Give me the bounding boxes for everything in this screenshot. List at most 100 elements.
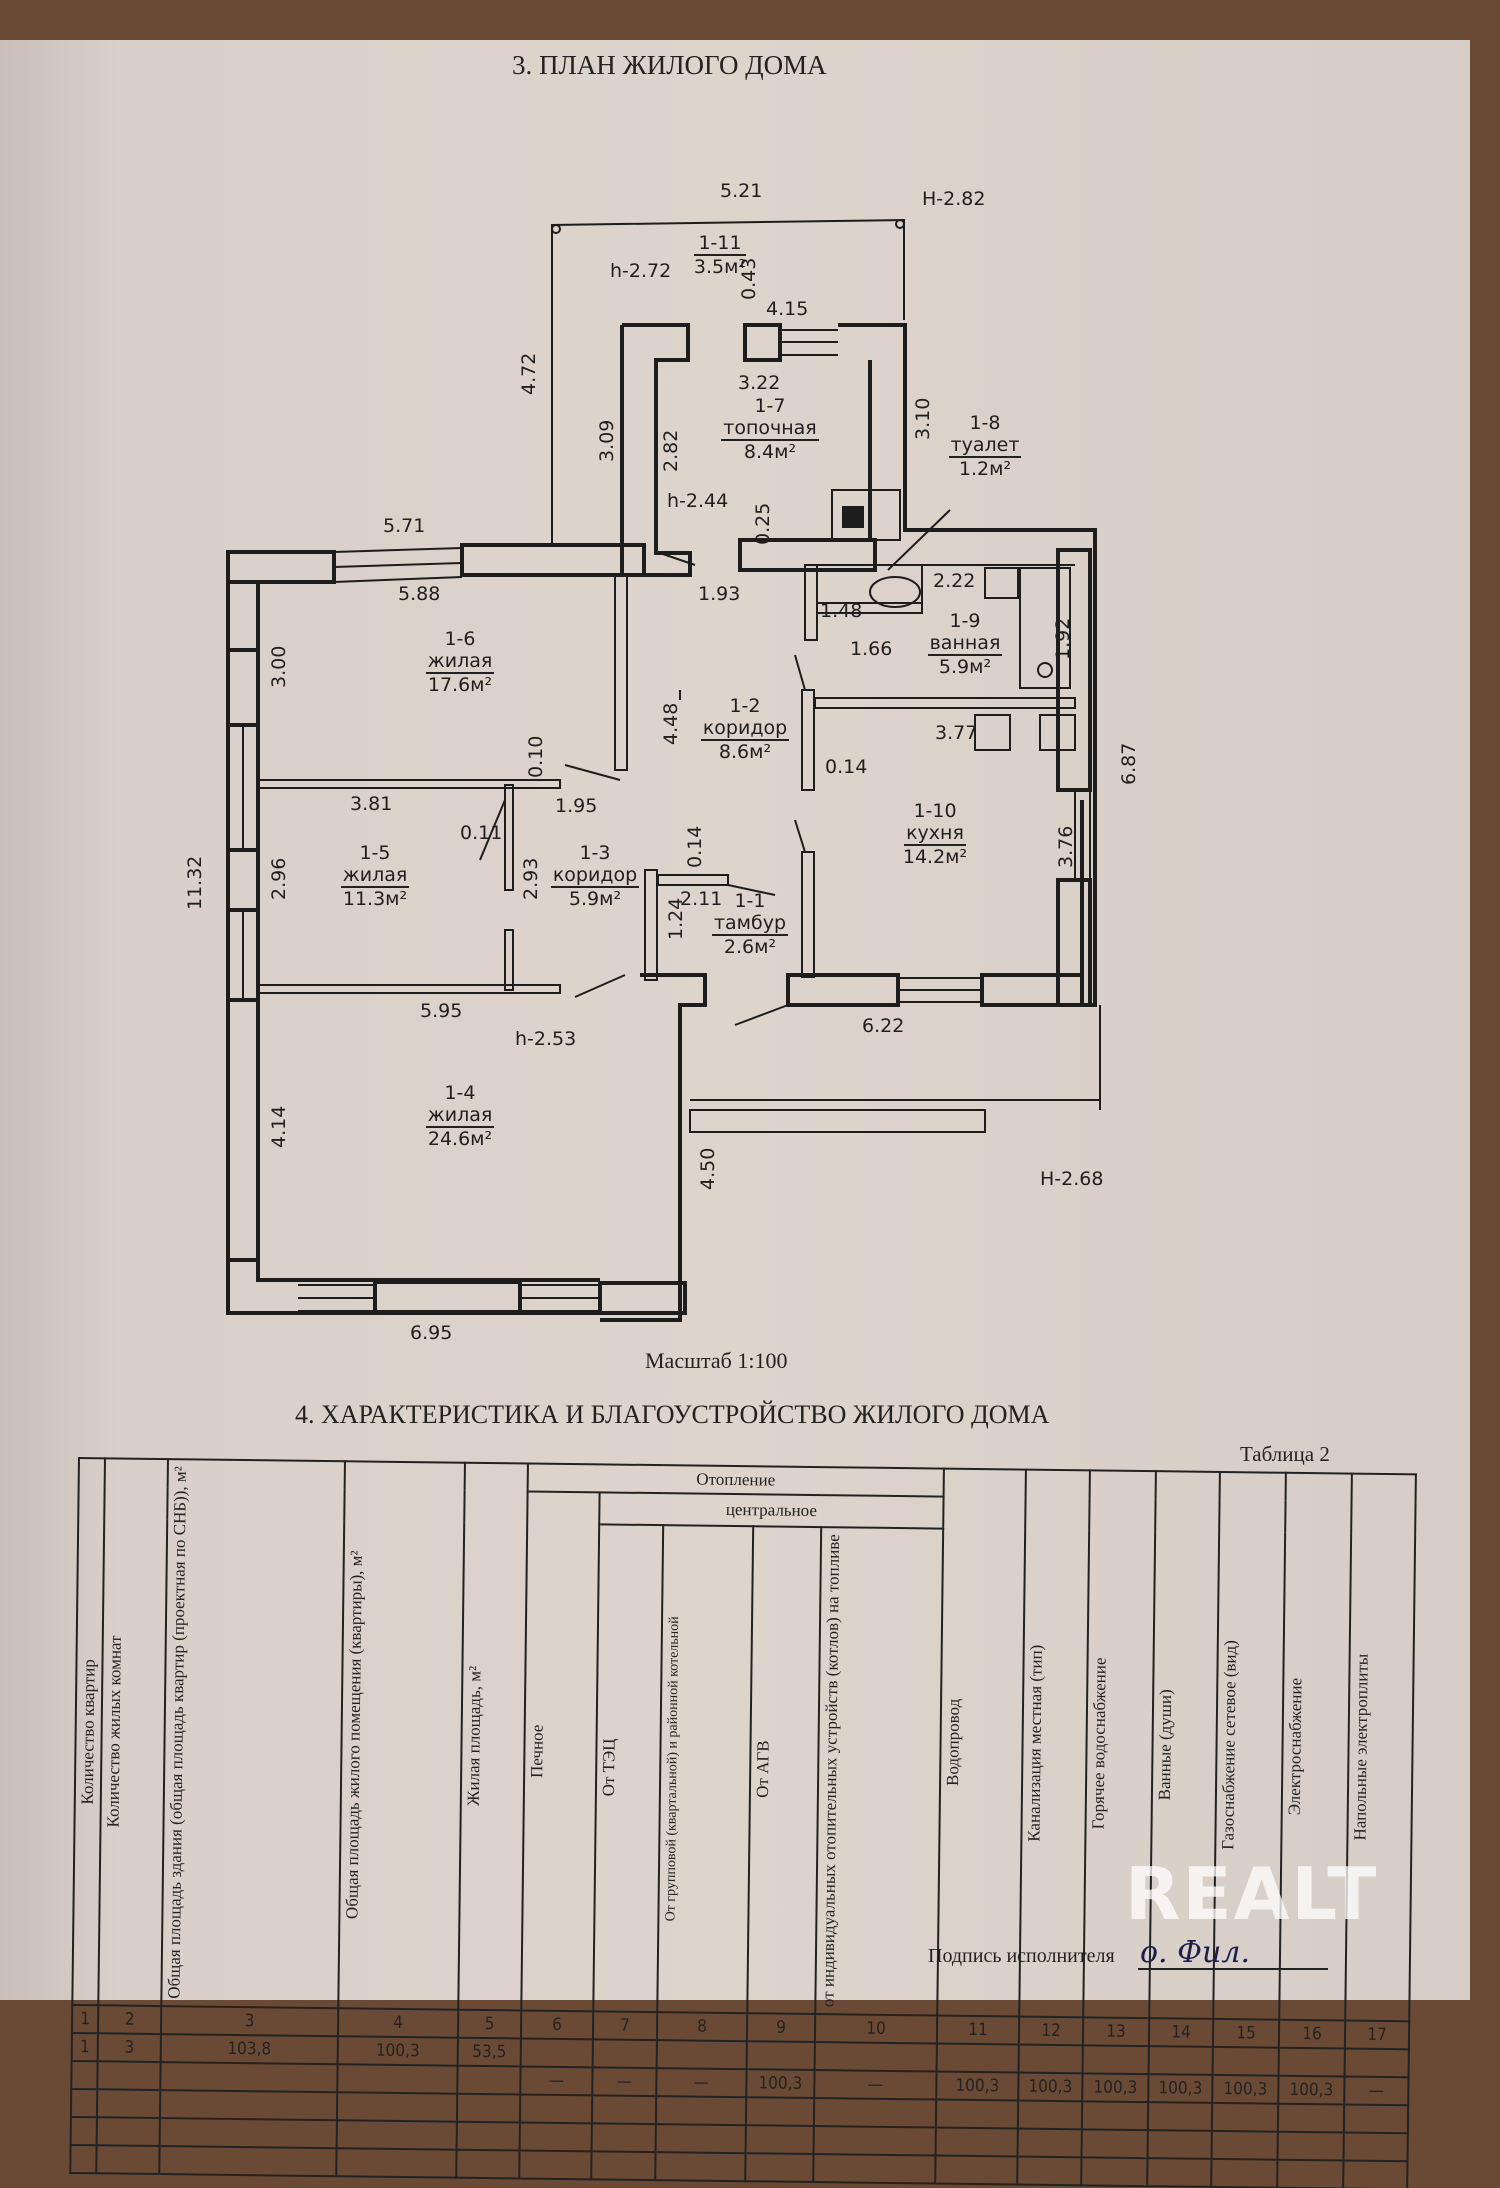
- dimension-label: 1.95: [555, 795, 598, 817]
- table-cell: [1343, 2104, 1409, 2133]
- dimension-label: 2.93: [520, 857, 542, 900]
- table-cell: [71, 2060, 98, 2089]
- document-page: [0, 40, 1470, 2000]
- partition: [801, 689, 815, 791]
- table-cell: 103,8: [160, 2033, 338, 2064]
- table-cell: [456, 2121, 520, 2150]
- dimension-label: 2.22: [933, 570, 976, 592]
- column-number-cell: 14: [1148, 2017, 1214, 2047]
- wall-segment: [373, 1280, 522, 1314]
- room-1-10: 1-10 кухня 14.2м²: [885, 800, 985, 868]
- table-cell: [456, 2093, 521, 2122]
- wall-segment: [226, 998, 260, 1262]
- room-area: 5.9м²: [568, 888, 622, 910]
- partition: [504, 929, 514, 991]
- wall-segment: [226, 648, 260, 727]
- table-cell: [591, 2122, 656, 2152]
- room-name: ванная: [927, 632, 1003, 656]
- section-3-title: 3. ПЛАН ЖИЛОГО ДОМА: [512, 50, 827, 80]
- dimension-label: 1.24: [665, 897, 687, 940]
- table-cell: [935, 2155, 1018, 2185]
- dimension-label: 6.87: [1118, 742, 1140, 785]
- table-cell: [1212, 2046, 1279, 2076]
- room-id: 1-9: [949, 610, 981, 632]
- dimension-label: 4.48: [660, 702, 682, 745]
- table-cell: [519, 2093, 593, 2123]
- table-cell: [935, 2099, 1019, 2129]
- dimension-label: 3.00: [268, 645, 290, 688]
- entry-wall: [600, 973, 707, 1322]
- column-number-cell: 8: [656, 2011, 748, 2041]
- wall-segment: [743, 323, 782, 362]
- table-cell: [745, 2096, 815, 2126]
- table-cell: [96, 2088, 161, 2118]
- dimension-label: 0.14: [825, 756, 868, 778]
- table-cell: [97, 2060, 161, 2090]
- dimension-label: 5.95: [420, 1000, 463, 1022]
- column-number-cell: 1: [71, 2004, 99, 2033]
- table-cell: 100,3: [337, 2035, 458, 2066]
- elevation-label: Н-2.82: [922, 188, 986, 210]
- header-cell: Общая площадь здания (общая площадь квар…: [161, 1459, 345, 2008]
- table-cell: [591, 2150, 656, 2180]
- header-cell: Общая площадь жилого помещения (квартиры…: [338, 1461, 465, 2010]
- dimension-label: 1.66: [850, 638, 893, 660]
- table-cell: [1343, 2132, 1408, 2161]
- column-number-cell: 4: [337, 2007, 459, 2038]
- bathtub: [1019, 567, 1071, 689]
- table-cell: [336, 2147, 457, 2178]
- table-cell: [96, 2116, 160, 2146]
- wall-segment: [1056, 548, 1092, 792]
- table-cell: [592, 2038, 657, 2068]
- table-cell: [655, 2123, 746, 2153]
- room-1-9: 1-9 ванная 5.9м²: [910, 610, 1020, 678]
- kitchen-sink: [1039, 714, 1076, 751]
- room-area: 3.5м²: [693, 254, 747, 278]
- table-cell: [1147, 2157, 1212, 2187]
- partition: [614, 574, 628, 771]
- wall-segment: [598, 1281, 687, 1315]
- table-cell: [1081, 2100, 1149, 2130]
- table-cell: [337, 2063, 458, 2094]
- watermark: REALT: [1125, 1852, 1379, 1936]
- dimension-label: 3.09: [596, 419, 618, 462]
- room-area: 1.2м²: [958, 458, 1012, 480]
- toilet: [869, 576, 921, 608]
- room-name: жилая: [425, 1104, 495, 1128]
- table-cell: [1017, 2156, 1082, 2185]
- table-cell: 100,3: [1082, 2072, 1149, 2102]
- header-cell: от индивидуальных отопительных устройств…: [815, 1526, 944, 2016]
- wall-segment: [1056, 878, 1092, 1007]
- table-cell: [1148, 2045, 1213, 2075]
- column-number-cell: 16: [1278, 2019, 1346, 2049]
- porch: [689, 1109, 986, 1133]
- header-cell: Печное: [521, 1491, 600, 2011]
- table-cell: [1081, 2156, 1148, 2186]
- partition: [814, 697, 1076, 709]
- column-number-cell: 3: [160, 2005, 339, 2036]
- header-cell: Электроснабжение: [1279, 1472, 1352, 2021]
- dimension-label: 0.43: [738, 257, 760, 300]
- table-cell: [159, 2089, 338, 2120]
- table-cell: 53,5: [457, 2037, 521, 2066]
- table-cell: [1277, 2131, 1344, 2161]
- room-area: 8.6м²: [718, 741, 772, 763]
- table-cell: [1082, 2044, 1149, 2074]
- header-central: центральное: [599, 1492, 944, 1529]
- table-cell: [813, 2153, 936, 2184]
- partition: [804, 564, 818, 641]
- table-cell: [1211, 2158, 1278, 2188]
- column-number-cell: 12: [1018, 2016, 1084, 2045]
- room-area: 24.6м²: [427, 1128, 493, 1150]
- table-cell: [745, 2152, 814, 2182]
- table-cell: [746, 2040, 815, 2070]
- table-cell: [1017, 2100, 1083, 2129]
- table-cell: [1017, 2128, 1082, 2157]
- dimension-label: 3.76: [1055, 825, 1077, 868]
- boiler-wall: [620, 323, 692, 577]
- room-name: топочная: [721, 417, 819, 441]
- table-cell: [159, 2145, 337, 2176]
- dimension-label: 5.21: [720, 180, 763, 202]
- dimension-label: 1.92: [1052, 617, 1074, 660]
- room-id: 1-6: [444, 628, 476, 650]
